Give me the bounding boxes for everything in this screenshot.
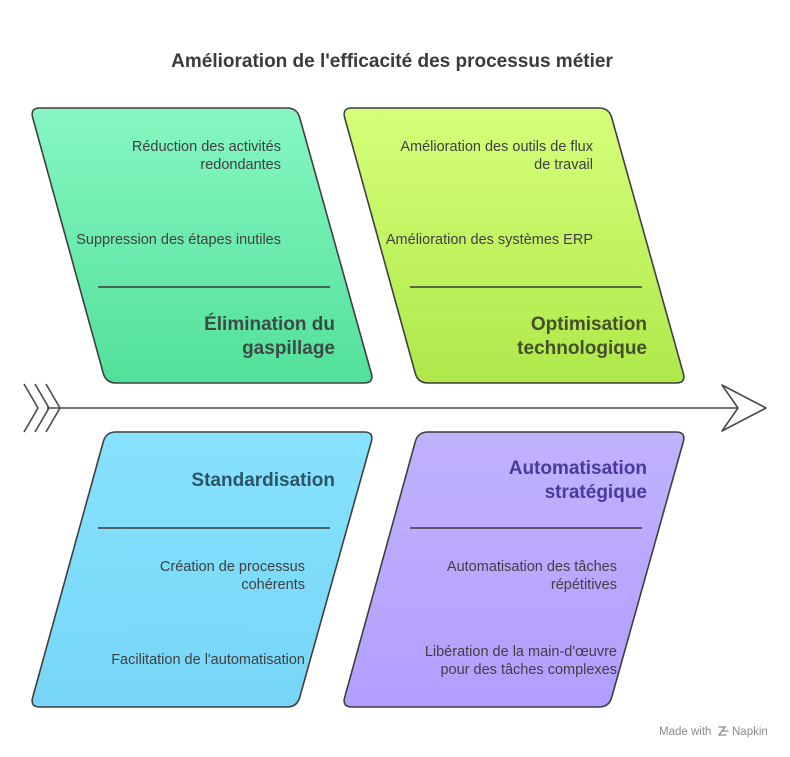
category-card	[343, 431, 685, 708]
category-tech-optimization: Amélioration des outils de flux de travai…	[343, 107, 685, 384]
cause-item: Amélioration des systèmes ERP	[386, 232, 593, 248]
cause-item: Création de processus	[160, 559, 305, 575]
cause-item: de travail	[534, 157, 593, 173]
cause-item: répétitives	[551, 577, 617, 593]
watermark: Made with Napkin	[659, 726, 768, 738]
cause-item: Amélioration des outils de flux	[400, 139, 593, 155]
category-title: Standardisation	[191, 470, 335, 491]
cause-item: Libération de la main-d'œuvre	[425, 644, 617, 660]
chevron-tail-icon	[23, 383, 61, 433]
category-title: Optimisation	[531, 314, 647, 335]
category-waste-elimination: Réduction des activités redondantesSuppre…	[31, 107, 373, 384]
cause-item: Automatisation des tâches	[447, 559, 617, 575]
category-title: Élimination du	[204, 313, 335, 335]
watermark-prefix: Made with	[659, 726, 711, 738]
spine	[23, 383, 767, 433]
cause-item: redondantes	[200, 157, 281, 173]
diagram-title: Amélioration de l'efficacité des process…	[171, 51, 613, 72]
category-card	[31, 431, 373, 708]
category-title: gaspillage	[242, 338, 335, 359]
category-title: stratégique	[545, 482, 647, 503]
cause-item: Réduction des activités	[132, 139, 281, 155]
cause-item: Facilitation de l'automatisation	[111, 652, 305, 668]
category-title: technologique	[517, 338, 647, 359]
watermark-brand: Napkin	[732, 726, 768, 738]
cause-item: pour des tâches complexes	[440, 662, 617, 678]
cause-item: Suppression des étapes inutiles	[76, 232, 281, 248]
category-card	[31, 107, 373, 384]
category-strategic-automation: Automatisation des tâches répétitivesLibé…	[343, 431, 685, 708]
category-title: Automatisation	[509, 458, 647, 479]
category-standardization: Création de processus cohérentsFacilitati…	[31, 431, 373, 708]
arrow-head-icon	[721, 384, 767, 432]
napkin-logo-icon	[717, 726, 729, 736]
category-card	[343, 107, 685, 384]
cause-item: cohérents	[241, 577, 305, 593]
